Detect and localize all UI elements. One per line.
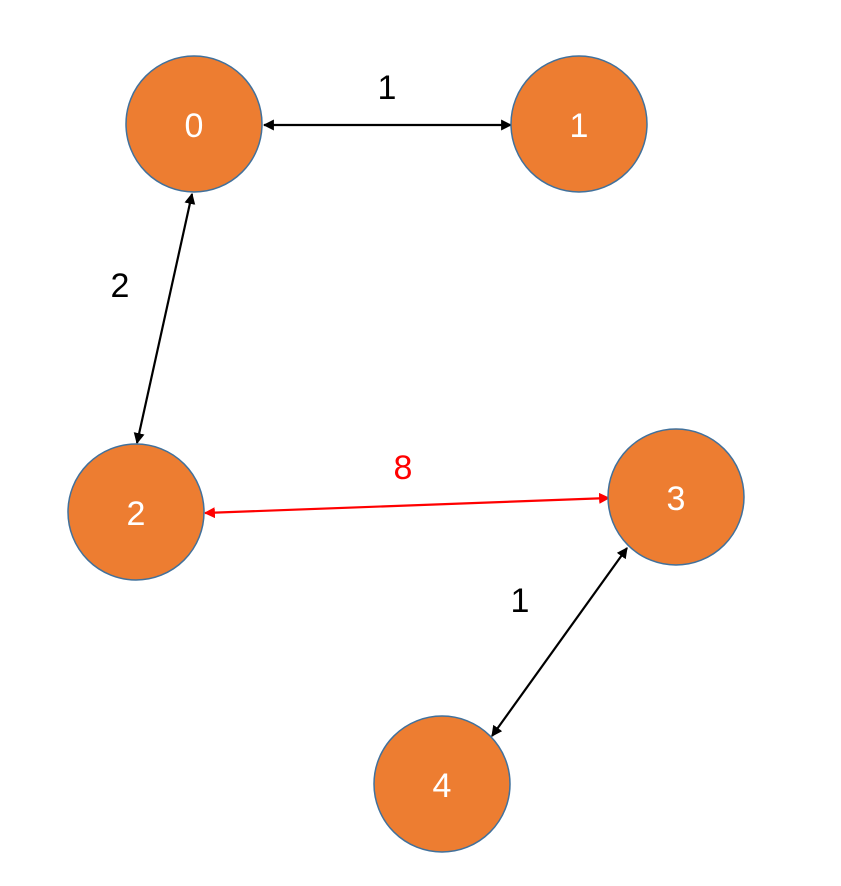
edge-23 — [203, 492, 611, 519]
node-circle — [510, 55, 648, 193]
node-label: 4 — [433, 767, 452, 805]
edge-weight-34: 1 — [511, 582, 530, 620]
node-circle — [373, 715, 511, 853]
edge-34 — [491, 547, 628, 737]
edge-02 — [133, 192, 196, 445]
node-0: 0 — [125, 55, 263, 193]
node-label: 1 — [570, 107, 589, 145]
nodes-layer: 0 1 2 3 4 — [67, 55, 745, 853]
edge-weight-23: 8 — [394, 449, 413, 487]
node-4: 4 — [373, 715, 511, 853]
node-circle — [125, 55, 263, 193]
edge-weight-02: 2 — [111, 267, 130, 305]
edges-layer: 1 2 8 1 — [111, 69, 628, 737]
node-label: 2 — [127, 495, 146, 533]
node-label: 0 — [185, 107, 204, 145]
edge-weight-01: 1 — [378, 69, 397, 107]
node-circle — [607, 428, 745, 566]
node-circle — [67, 443, 205, 581]
node-1: 1 — [510, 55, 648, 193]
node-2: 2 — [67, 443, 205, 581]
node-label: 3 — [667, 480, 686, 518]
node-3: 3 — [607, 428, 745, 566]
